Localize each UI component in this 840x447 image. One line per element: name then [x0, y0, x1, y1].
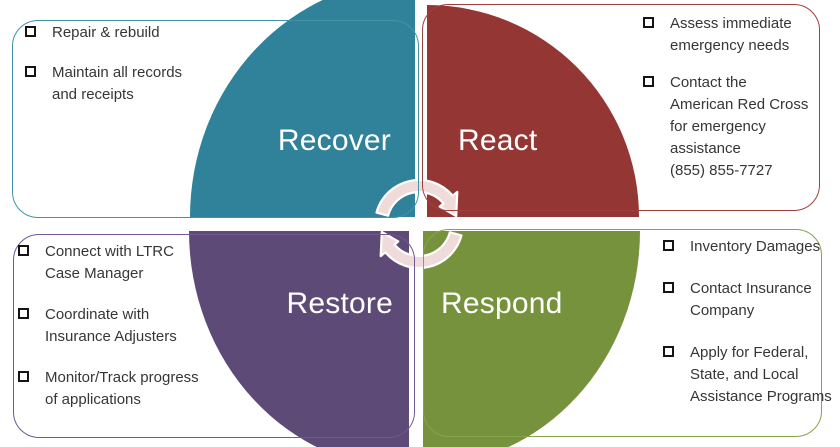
- list-item: Repair & rebuild: [25, 22, 182, 44]
- quadrant-label-react: React: [458, 124, 538, 157]
- list-item: Apply for Federal, State, and Local Assi…: [663, 342, 832, 408]
- list-item-text: Inventory Damages: [690, 238, 821, 255]
- quadrant-disc-react: [427, 5, 639, 217]
- list-item: Contact the American Red Cross for emerg…: [643, 72, 808, 182]
- checkbox-bullet-icon: [643, 76, 654, 87]
- checkbox-bullet-icon: [18, 308, 29, 319]
- list-item-text: Assess immediate emergency needs: [670, 15, 792, 54]
- checklist-respond: Inventory Damages Contact Insurance Comp…: [663, 236, 832, 408]
- checkbox-bullet-icon: [18, 371, 29, 382]
- checkbox-bullet-icon: [18, 245, 29, 256]
- checklist-recover: Repair & rebuild Maintain all records an…: [25, 22, 182, 106]
- list-item-text: Contact the American Red Cross for emerg…: [670, 74, 809, 179]
- list-item: Maintain all records and receipts: [25, 62, 182, 106]
- quadrant-disc-respond: [423, 231, 640, 447]
- list-item: Inventory Damages: [663, 236, 832, 258]
- checklist-react: Assess immediate emergency needs Contact…: [643, 13, 808, 182]
- list-item-text: Maintain all records and receipts: [52, 64, 183, 103]
- list-item: Assess immediate emergency needs: [643, 13, 808, 57]
- list-item-text: Connect with LTRC Case Manager: [45, 243, 174, 282]
- list-item-text: Coordinate with Insurance Adjusters: [45, 306, 177, 345]
- quadrant-disc-recover: [190, 0, 415, 217]
- checkbox-bullet-icon: [663, 282, 674, 293]
- quadrant-label-respond: Respond: [441, 287, 563, 320]
- list-item: Coordinate with Insurance Adjusters: [18, 304, 199, 348]
- quadrant-label-restore: Restore: [286, 287, 393, 320]
- checkbox-bullet-icon: [25, 26, 36, 37]
- checkbox-bullet-icon: [643, 17, 654, 28]
- list-item-text: Apply for Federal, State, and Local Assi…: [690, 344, 832, 405]
- list-item: Connect with LTRC Case Manager: [18, 241, 199, 285]
- checkbox-bullet-icon: [663, 346, 674, 357]
- list-item: Contact Insurance Company: [663, 278, 832, 322]
- quadrant-label-recover: Recover: [277, 124, 391, 157]
- list-item: Monitor/Track progress of applications: [18, 367, 199, 411]
- list-item-text: Repair & rebuild: [52, 24, 160, 41]
- quadrant-disc-restore: [189, 231, 409, 447]
- list-item-text: Contact Insurance Company: [690, 280, 812, 319]
- checkbox-bullet-icon: [663, 240, 674, 251]
- list-item-text: Monitor/Track progress of applications: [45, 369, 199, 408]
- checkbox-bullet-icon: [25, 66, 36, 77]
- checklist-restore: Connect with LTRC Case Manager Coordinat…: [18, 241, 199, 411]
